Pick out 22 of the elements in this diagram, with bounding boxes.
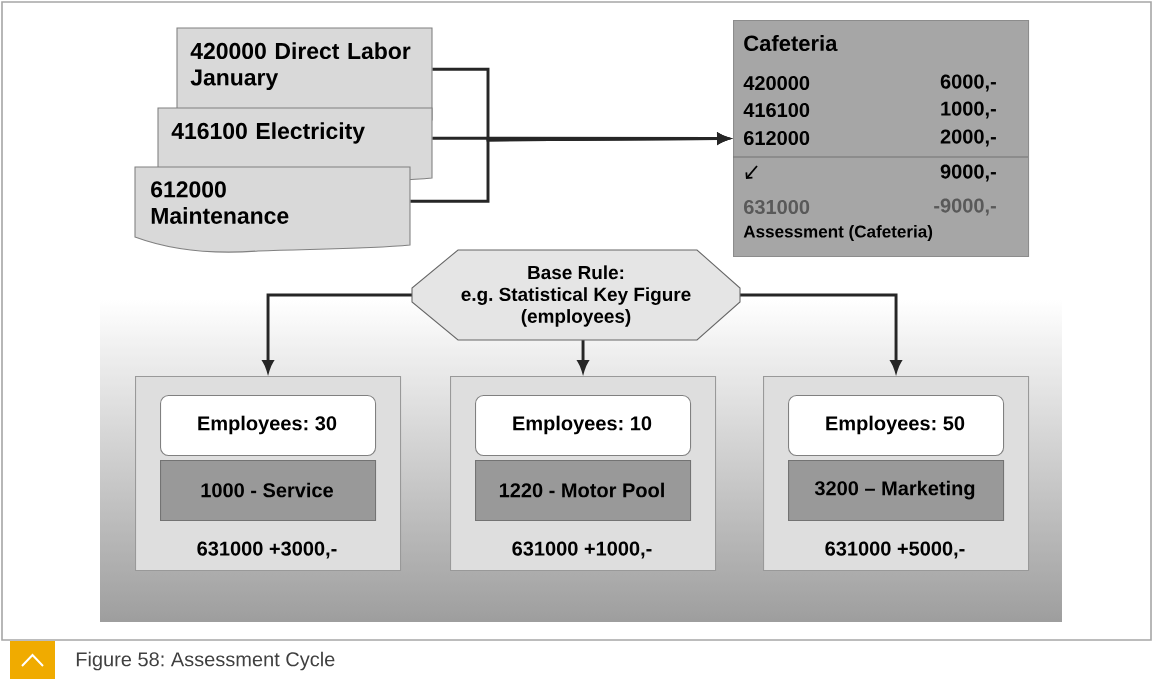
account-number: 420000	[743, 75, 810, 91]
box-title: Cafeteria	[744, 34, 838, 52]
amount-text: -9000,-	[934, 198, 996, 216]
amount-text: 631000 +5000,-	[825, 541, 965, 559]
box-subtitle: Assessment (Cafeteria)	[743, 225, 933, 241]
rule-octagon: Base Rule: e.g. Statistical Key Figure (employees)	[411, 249, 741, 341]
amount-text: 9000,-	[940, 164, 996, 182]
amount-text: 631000 +3000,-	[197, 541, 337, 559]
amount-text: 1000,-	[941, 101, 996, 119]
count-box: Employees: 30	[160, 395, 377, 457]
count-box: Employees: 10	[475, 395, 692, 457]
account-number: 612000	[744, 130, 810, 146]
account-number: 416100	[743, 102, 810, 118]
department-box: 1220 - Motor Pool	[475, 460, 692, 522]
amount-text: 631000 +1000,-	[512, 541, 652, 559]
department-box: 1000 - Service	[160, 460, 377, 522]
department-box: 3200 – Marketing	[788, 460, 1005, 522]
account-number: 631000	[744, 199, 810, 215]
count-box: Employees: 50	[788, 395, 1005, 457]
amount-text: 6000,-	[940, 74, 996, 92]
amount-text: 2000,-	[940, 129, 996, 147]
figure-caption: Figure 58: Assessment Cycle	[76, 651, 335, 671]
